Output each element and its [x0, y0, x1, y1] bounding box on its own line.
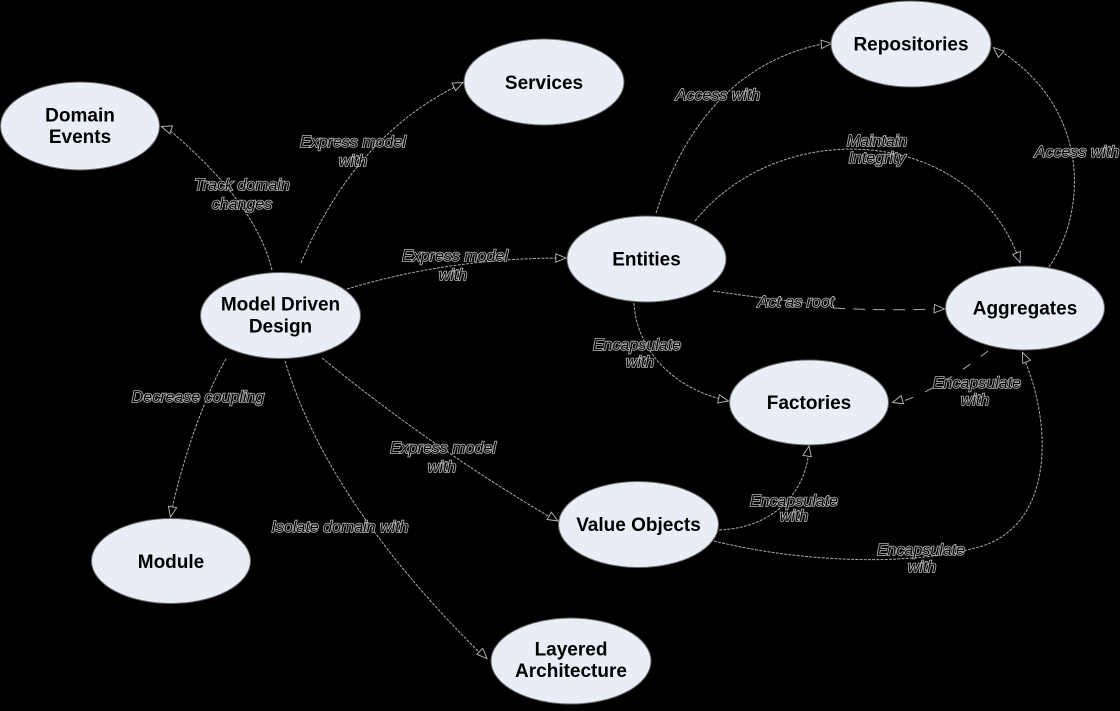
svg-text:with: with — [908, 559, 937, 576]
svg-text:Decrease coupling: Decrease coupling — [132, 389, 265, 406]
svg-text:Factories: Factories — [767, 393, 851, 414]
svg-text:Services: Services — [505, 73, 583, 94]
svg-text:Aggregates: Aggregates — [973, 299, 1078, 320]
svg-text:Value Objects: Value Objects — [576, 515, 701, 536]
svg-text:Layered: Layered — [535, 640, 608, 661]
svg-text:Express model: Express model — [402, 248, 508, 265]
svg-text:with: with — [780, 508, 809, 525]
svg-text:Model Driven: Model Driven — [221, 295, 340, 316]
svg-text:with: with — [428, 459, 457, 476]
svg-text:Track domain: Track domain — [194, 177, 290, 194]
svg-text:with: with — [439, 267, 468, 284]
svg-text:Design: Design — [249, 317, 312, 338]
svg-text:changes: changes — [212, 196, 273, 213]
svg-text:Entities: Entities — [612, 250, 681, 271]
svg-text:with: with — [626, 354, 655, 371]
svg-text:Architecture: Architecture — [515, 661, 627, 682]
svg-text:Act as root: Act as root — [757, 294, 835, 311]
svg-text:Module: Module — [138, 552, 205, 573]
svg-text:with: with — [961, 392, 990, 409]
svg-text:Isolate domain with: Isolate domain with — [272, 519, 409, 536]
svg-text:Repositories: Repositories — [853, 35, 968, 56]
svg-text:Integrity: Integrity — [849, 150, 907, 167]
svg-text:Events: Events — [49, 127, 111, 148]
svg-text:Maintain: Maintain — [847, 133, 908, 150]
svg-text:Encapsulate: Encapsulate — [593, 337, 681, 354]
svg-text:Express model: Express model — [300, 134, 406, 151]
svg-text:Encapsulate: Encapsulate — [877, 542, 965, 559]
svg-text:with: with — [339, 153, 368, 170]
svg-text:Encapsulate: Encapsulate — [933, 375, 1021, 392]
svg-text:Domain: Domain — [45, 106, 115, 127]
svg-text:Access with: Access with — [675, 87, 761, 104]
svg-text:Express model: Express model — [390, 440, 496, 457]
svg-text:Encapsulate: Encapsulate — [750, 493, 838, 510]
svg-text:Access with: Access with — [1034, 144, 1120, 161]
